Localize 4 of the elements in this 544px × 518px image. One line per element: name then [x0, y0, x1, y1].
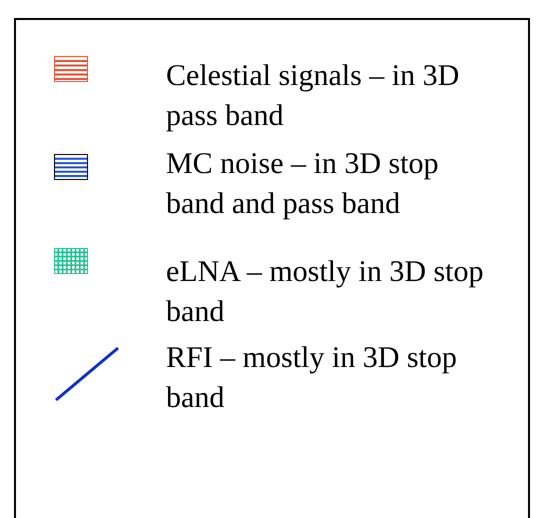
legend-text: eLNA – mostly in 3D stop band: [166, 254, 485, 330]
legend-text: RFI – mostly in 3D stop band: [166, 340, 458, 416]
legend-text: MC noise – in 3D stop band and pass band: [166, 146, 440, 222]
legend-text: Celestial signals – in 3D pass band: [166, 58, 460, 134]
